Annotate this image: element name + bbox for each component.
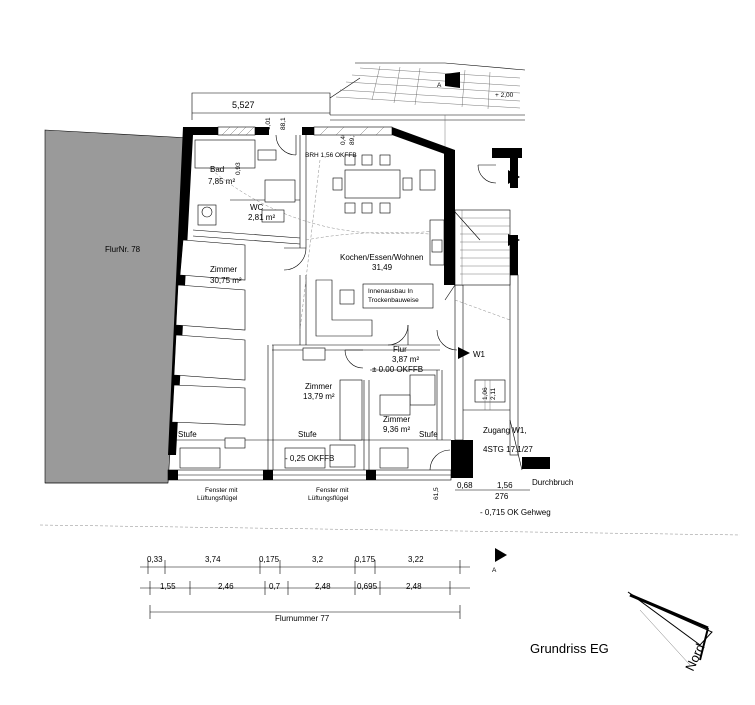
zugang-label-1: Zugang W1, xyxy=(483,426,527,435)
dim-615: 61,5 xyxy=(433,487,440,500)
room-flur-level: ± 0.00 OKFFB xyxy=(372,365,423,374)
dim-046: 0,46 xyxy=(340,132,347,145)
w1-label: W1 xyxy=(473,350,486,359)
room-wc-name: WC xyxy=(250,203,264,212)
room-zimmer3-name: Zimmer xyxy=(383,415,410,424)
zugang-label-2: 4STG 17.1/27 xyxy=(483,445,533,454)
parcel-label-77: Flurnummer 77 xyxy=(275,614,330,623)
dining-table xyxy=(332,154,436,214)
stufe-label-1: Stufe xyxy=(178,430,197,439)
note-innenausbau-2: Trockenbauweise xyxy=(368,297,419,304)
dim-row2-2: 0,7 xyxy=(269,582,281,591)
dim-88: 88,1 xyxy=(280,117,287,130)
room-zimmer2-name: Zimmer xyxy=(305,382,332,391)
dim-row2-1: 2,46 xyxy=(218,582,234,591)
section-marker-bottom xyxy=(495,548,507,562)
level-plus200: + 2,00 xyxy=(495,92,514,99)
level-025: - 0,25 OKFFB xyxy=(285,454,334,463)
terrace-outline xyxy=(191,62,526,150)
parcel-label-78: FlurNr. 78 xyxy=(105,245,141,254)
dim-row1-0: 0,33 xyxy=(147,555,163,564)
doors xyxy=(275,134,497,471)
dim-row1-2: 0,175 xyxy=(259,555,280,564)
north-arrow-icon xyxy=(627,591,713,666)
bathroom-furniture xyxy=(194,139,296,226)
bottom-wall xyxy=(45,469,452,484)
stufe-label-3: Stufe xyxy=(419,430,438,439)
dimension-chain-1 xyxy=(140,560,470,574)
staircase xyxy=(454,209,511,286)
room-bad-area: 7,85 m² xyxy=(208,177,235,186)
dim-row2-4: 0,695 xyxy=(357,582,378,591)
section-a-bottom-label: A xyxy=(492,567,497,574)
room-bad-name: Bad xyxy=(210,165,224,174)
dimension-chain-2 xyxy=(140,581,470,595)
dim-row1-5: 3,22 xyxy=(408,555,424,564)
note-innenausbau-1: Innenausbau In xyxy=(368,288,413,295)
sidewalk-line xyxy=(39,524,741,536)
section-arrow-right-mid xyxy=(508,234,520,246)
dim-106: 1,06 xyxy=(482,387,489,400)
ceiling-lines xyxy=(199,159,511,331)
room-kochen-name: Kochen/Essen/Wohnen xyxy=(340,253,423,262)
room-flur-name: Flur xyxy=(393,345,407,354)
room-wc-area: 2,81 m² xyxy=(248,213,275,222)
kitchen-counter xyxy=(315,219,445,337)
note-box xyxy=(362,283,434,309)
fenster2-label-1: Fenster mit xyxy=(316,487,349,494)
section-arrow-right-top xyxy=(508,170,520,184)
room-kochen-area: 31,49 xyxy=(372,263,393,272)
dim-row1-4: 0,175 xyxy=(355,555,376,564)
dim-093: 0,93 xyxy=(235,162,242,175)
zimmer3-furniture xyxy=(379,374,436,469)
fenster2-label-2: Lüftungsflügel xyxy=(308,495,349,502)
dim-row2-0: 1,55 xyxy=(160,582,176,591)
dim-row1-3: 3,2 xyxy=(312,555,324,564)
room-zimmer2-area: 13,79 m² xyxy=(303,392,335,401)
neighbour-parcel xyxy=(44,129,191,484)
section-marker-top xyxy=(445,72,460,88)
north-label: Nord xyxy=(682,641,708,673)
fenster1-label-2: Lüftungsflügel xyxy=(197,495,238,502)
room-zimmer3-area: 9,36 m² xyxy=(383,425,410,434)
dim-068: 0,68 xyxy=(457,481,473,490)
fenster1-label-1: Fenster mit xyxy=(205,487,238,494)
room-flur-area: 3,87 m² xyxy=(392,355,419,364)
room-zimmer1-area: 30,75 m² xyxy=(210,276,242,285)
dim-row2-5: 2,48 xyxy=(406,582,422,591)
dim-276: 276 xyxy=(495,492,509,501)
exterior-walls xyxy=(168,127,550,478)
brh-label: BRH 1,56 OKFFB xyxy=(305,152,357,159)
dim-211: 2,11 xyxy=(490,387,497,400)
durchbruch-label: Durchbruch xyxy=(532,478,573,487)
dim-row1-1: 3,74 xyxy=(205,555,221,564)
section-a-top-label: A xyxy=(437,82,442,89)
dim-156: 1,56 xyxy=(497,481,513,490)
w1-arrow xyxy=(458,347,470,359)
stufe-label-2: Stufe xyxy=(298,430,317,439)
room-zimmer1-name: Zimmer xyxy=(210,265,237,274)
zimmer1-furniture xyxy=(171,239,246,469)
plan-title: Grundriss EG xyxy=(530,641,609,656)
zimmer2-furniture xyxy=(284,347,363,469)
dim-top-width: 5,527 xyxy=(232,100,255,110)
exterior-steps xyxy=(335,65,521,110)
gehweg-label: - 0,715 OK Gehweg xyxy=(480,508,551,517)
entrance-area xyxy=(463,379,523,471)
dim-891: 89,1 xyxy=(349,132,356,145)
dim-row2-3: 2,48 xyxy=(315,582,331,591)
dim-101: 1,01 xyxy=(265,117,272,130)
